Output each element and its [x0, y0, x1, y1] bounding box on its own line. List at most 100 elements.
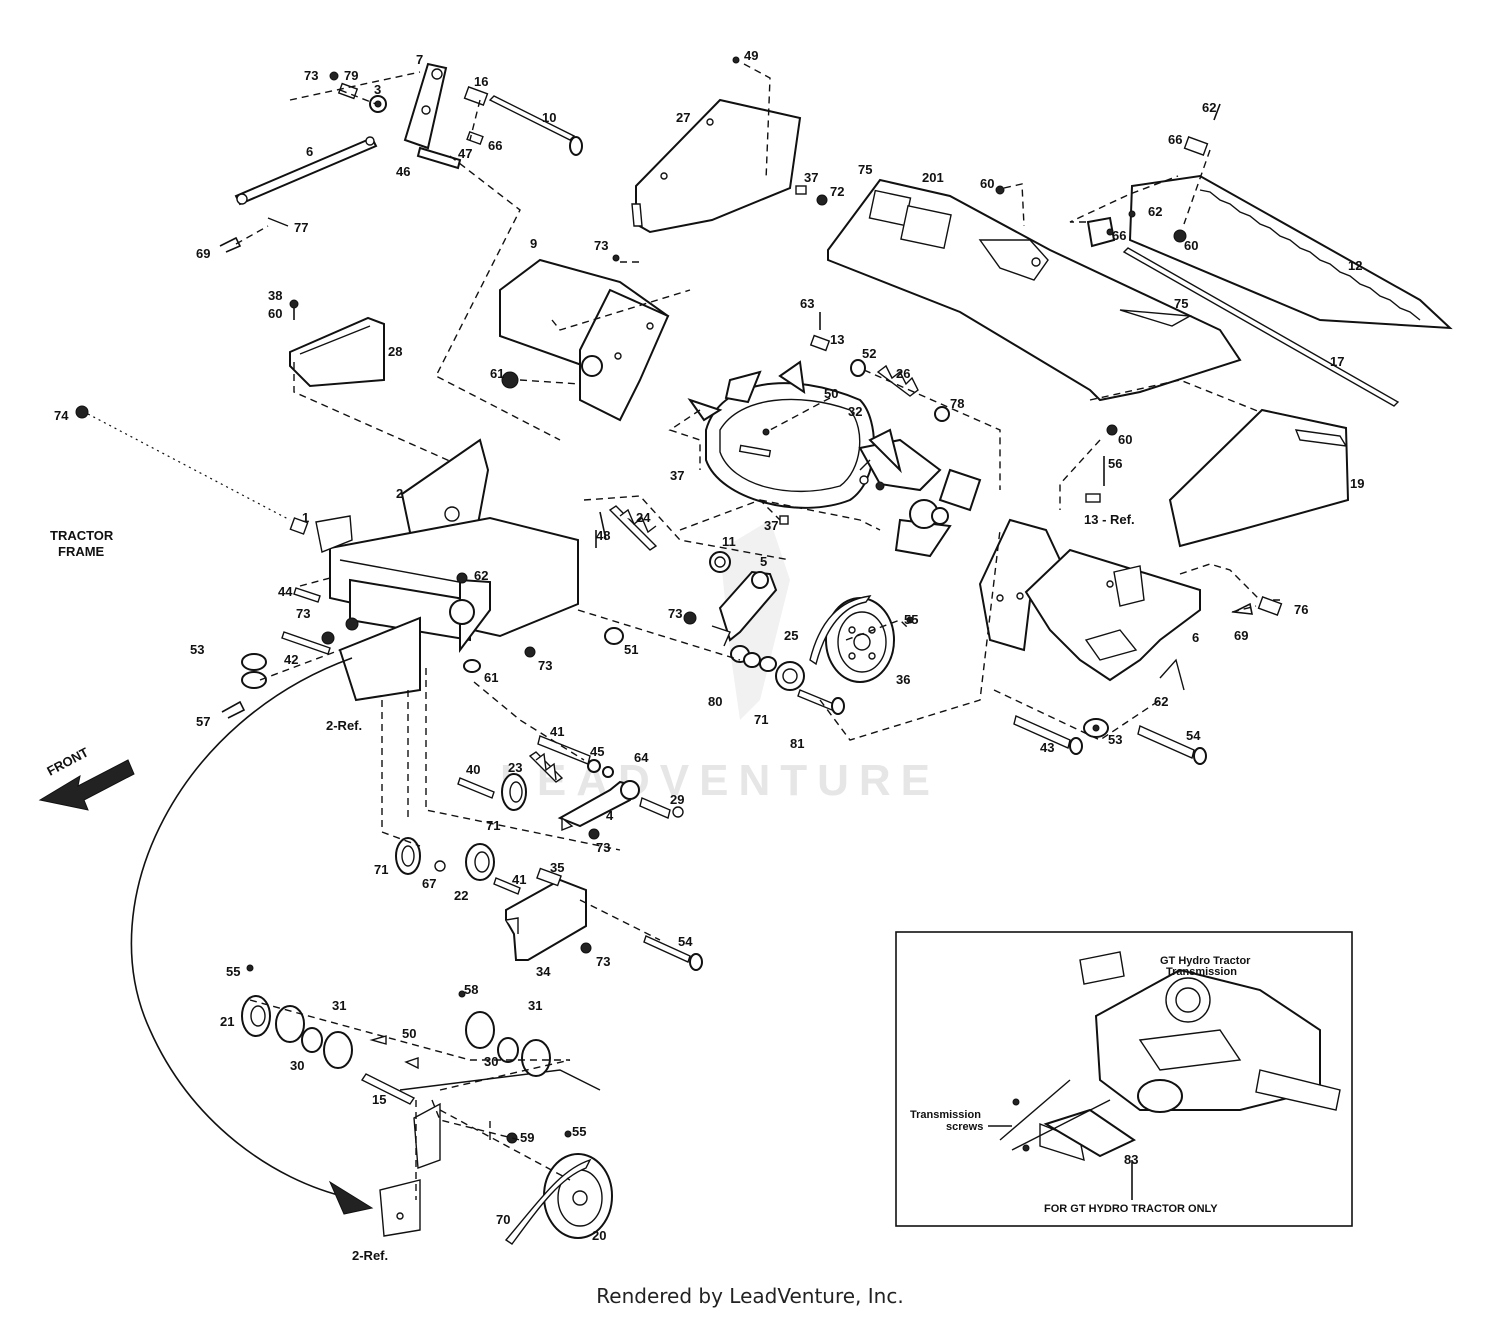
callout: 9 — [530, 236, 537, 251]
inset-title-1: GT Hydro Tractor — [1160, 955, 1251, 967]
callout: 31 — [332, 998, 346, 1013]
callout: 3 — [374, 82, 381, 97]
callout: 4 — [606, 808, 614, 823]
callout: 26 — [896, 366, 910, 381]
callout: 40 — [466, 762, 480, 777]
part-201-shield — [827, 178, 1242, 402]
callout: 6 — [306, 144, 313, 159]
idler-arm-group — [457, 681, 684, 840]
callout: 72 — [830, 184, 844, 199]
callout: 17 — [1330, 354, 1344, 369]
callout: 73 — [596, 840, 610, 855]
part-32-tine-assembly — [687, 360, 982, 558]
callout: 31 — [528, 998, 542, 1013]
callout: 37 — [764, 518, 778, 533]
callout: 47 — [458, 146, 472, 161]
callout: 66 — [1168, 132, 1182, 147]
callout: 37 — [670, 468, 684, 483]
callout: 13 — [830, 332, 844, 347]
inset-title-2: Transmission — [1166, 966, 1237, 978]
tractor-frame-label-2: FRAME — [58, 544, 105, 559]
callout: 5 — [760, 554, 767, 569]
callout: 44 — [278, 584, 293, 599]
callout: 57 — [196, 714, 210, 729]
gt-hydro-inset — [895, 931, 1353, 1227]
callout: 12 — [1348, 258, 1362, 273]
callout: 50 — [824, 386, 838, 401]
callout: 55 — [226, 964, 240, 979]
callout: 54 — [1186, 728, 1201, 743]
callout: 51 — [624, 642, 638, 657]
callout: 25 — [784, 628, 798, 643]
callout: 50 — [402, 1026, 416, 1041]
callout: 10 — [542, 110, 556, 125]
callout: 29 — [670, 792, 684, 807]
callout: 32 — [848, 404, 862, 419]
callout: 74 — [54, 408, 69, 423]
callout: 2-Ref. — [352, 1248, 388, 1263]
callout: 54 — [678, 934, 693, 949]
lower-right-bolts — [993, 689, 1207, 765]
callout: 34 — [536, 964, 551, 979]
callout: 66 — [488, 138, 502, 153]
callout: 53 — [190, 642, 204, 657]
callout: 19 — [1350, 476, 1364, 491]
callout: 48 — [596, 528, 610, 543]
callout: 13 - Ref. — [1084, 512, 1135, 527]
callout: 23 — [508, 760, 522, 775]
callout: 77 — [294, 220, 308, 235]
callout: 49 — [744, 48, 758, 63]
callout: 75 — [1174, 296, 1188, 311]
callout: 60 — [268, 306, 282, 321]
part-74-nut — [75, 405, 89, 419]
callout: 73 — [304, 68, 318, 83]
callout: 61 — [490, 366, 504, 381]
part-19-shield — [1089, 379, 1350, 548]
callout: 61 — [484, 670, 498, 685]
callout: 58 — [464, 982, 478, 997]
callout: 75 — [858, 162, 872, 177]
tractor-frame-label-1: TRACTOR — [50, 528, 114, 543]
callout: 60 — [980, 176, 994, 191]
callout-labels: 73 79 3 7 16 10 6 47 66 46 77 69 49 27 3… — [54, 48, 1364, 1263]
callout: 30 — [484, 1054, 498, 1069]
inset-screws-1: Transmission — [910, 1109, 981, 1121]
callout: 79 — [344, 68, 358, 83]
callout: 41 — [512, 872, 526, 887]
callout: 16 — [474, 74, 488, 89]
callout: 71 — [374, 862, 388, 877]
callout: 38 — [268, 288, 282, 303]
callout: 71 — [754, 712, 768, 727]
callout: 71 — [486, 818, 500, 833]
footer-credit: Rendered by LeadVenture, Inc. — [596, 1284, 904, 1308]
callout: 35 — [550, 860, 564, 875]
callout: 67 — [422, 876, 436, 891]
pulley-group — [463, 495, 1001, 741]
callout: 6 — [1192, 630, 1199, 645]
callout: 60 — [1184, 238, 1198, 253]
lower-pulley-group — [381, 668, 703, 971]
callout: 62 — [474, 568, 488, 583]
callout: 59 — [520, 1130, 534, 1145]
callout: 28 — [388, 344, 402, 359]
callout: 7 — [416, 52, 423, 67]
callout: 73 — [668, 606, 682, 621]
callout: 73 — [538, 658, 552, 673]
part-28-bracket — [289, 299, 471, 471]
callout: 52 — [862, 346, 876, 361]
callout: 30 — [290, 1058, 304, 1073]
callout: 20 — [592, 1228, 606, 1243]
part-12-guard — [1069, 103, 1453, 407]
callout: 60 — [1118, 432, 1132, 447]
callout: 69 — [1234, 628, 1248, 643]
front-label: FRONT — [44, 744, 91, 778]
callout: 81 — [790, 736, 804, 751]
part-8-housing — [978, 424, 1283, 691]
part-9-cover — [499, 254, 691, 422]
callout: 41 — [550, 724, 564, 739]
callout: 45 — [590, 744, 604, 759]
callout: 53 — [1108, 732, 1122, 747]
bottom-left-assembly — [241, 964, 613, 1245]
callout: 73 — [296, 606, 310, 621]
